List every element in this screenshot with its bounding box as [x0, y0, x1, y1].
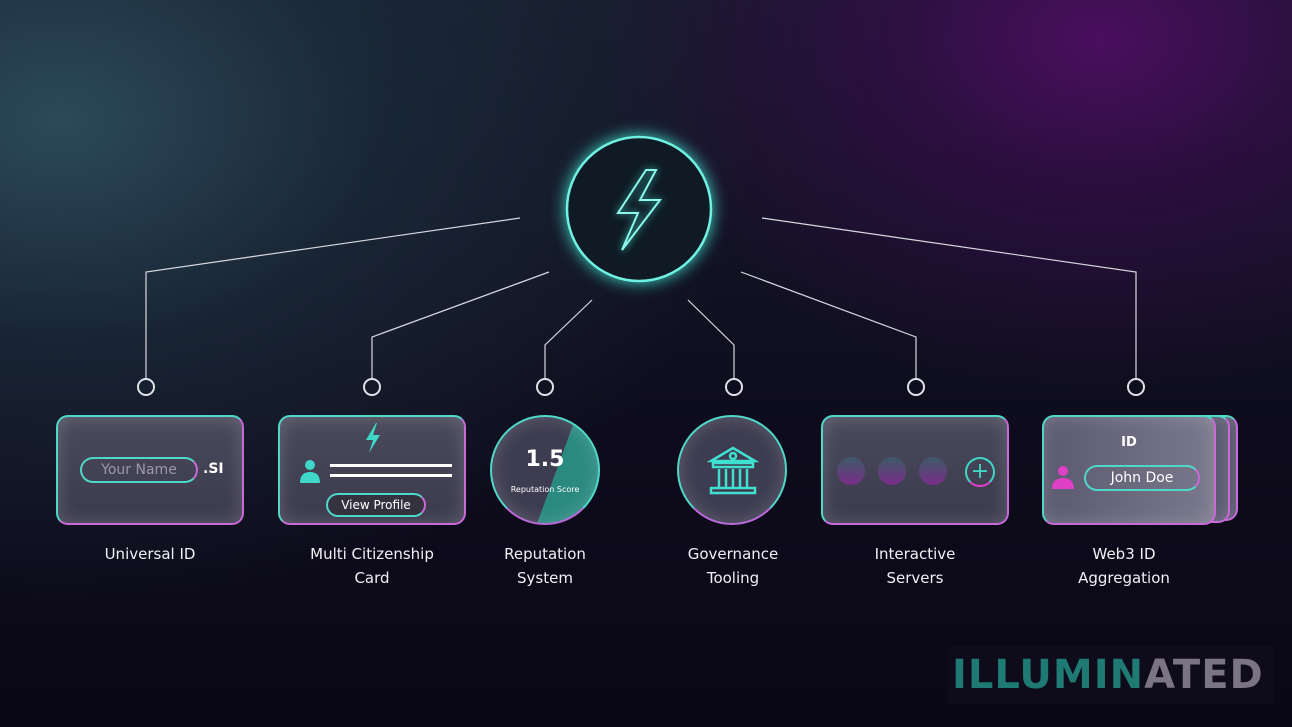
universal-id-card: Your Name .SI [56, 415, 244, 525]
user-icon [300, 460, 320, 483]
governance-badge [677, 415, 787, 525]
hub-circle [565, 135, 713, 283]
reputation-score-badge: 1.5 Reputation Score [490, 415, 600, 525]
id-title: ID [1121, 435, 1137, 450]
server-avatar[interactable] [837, 457, 865, 485]
plus-icon[interactable]: + [965, 457, 995, 487]
name-input[interactable]: Your Name [80, 457, 198, 483]
illuminated-logo: ILLUMINATED [948, 646, 1274, 704]
servers-card: + [821, 415, 1009, 525]
bank-building-icon [707, 446, 759, 495]
name-field: John Doe [1084, 465, 1200, 491]
server-avatar[interactable] [878, 457, 906, 485]
user-icon [1052, 466, 1074, 489]
score-value: 1.5 [525, 447, 565, 472]
score-caption: Reputation Score [510, 485, 580, 494]
text-line [330, 464, 452, 467]
lightning-bolt-icon [616, 169, 663, 251]
domain-suffix: .SI [203, 461, 224, 477]
citizenship-card: View Profile [278, 415, 466, 525]
web3-id-card: ID John Doe [1042, 415, 1216, 525]
server-avatar[interactable] [919, 457, 947, 485]
feature-label: Universal ID [104, 545, 196, 563]
view-profile-button[interactable]: View Profile [326, 493, 426, 517]
lightning-icon [366, 423, 380, 453]
text-line [330, 474, 452, 477]
